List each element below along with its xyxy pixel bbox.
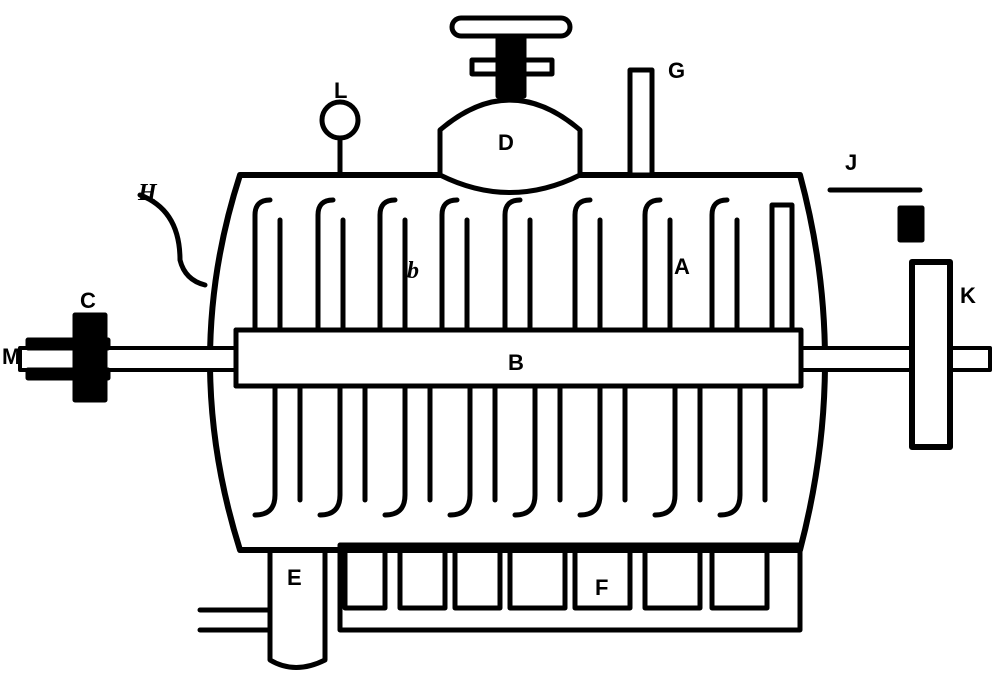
dome-d: [437, 97, 583, 195]
label-k: K: [960, 283, 976, 308]
label-b: B: [508, 350, 524, 375]
label-d: D: [498, 130, 514, 155]
upper-arms: [252, 197, 795, 333]
label-m: M: [2, 344, 21, 369]
label-l: L: [334, 78, 348, 103]
label-h: H: [138, 180, 157, 206]
label-b-lower: b: [407, 258, 419, 284]
lower-arms: [252, 383, 768, 518]
label-c: C: [80, 288, 96, 313]
trough-f: [337, 542, 803, 633]
label-g: G: [668, 58, 686, 83]
label-e: E: [287, 565, 302, 590]
label-j: J: [845, 150, 858, 175]
label-f: F: [595, 575, 609, 600]
label-a: A: [674, 254, 690, 279]
